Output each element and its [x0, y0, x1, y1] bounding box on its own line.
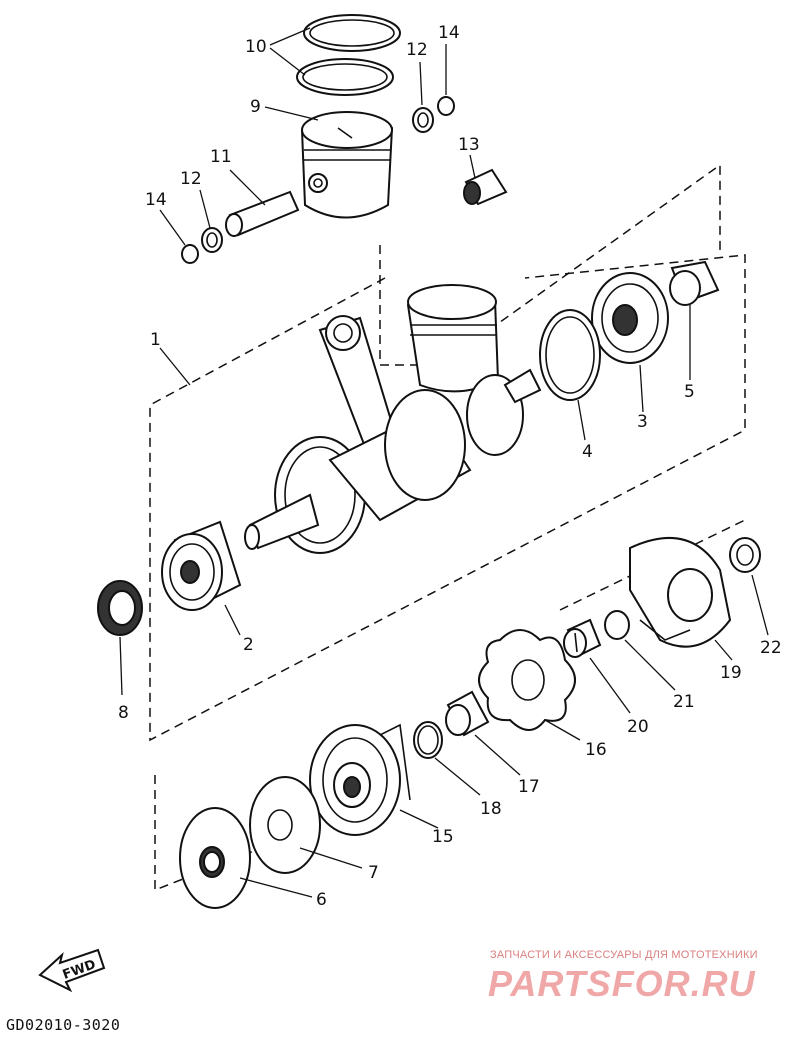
small-end-bearing	[463, 168, 508, 206]
callout-16: 16	[585, 740, 607, 760]
callout-12-right: 12	[406, 40, 428, 60]
drive-pulley-half	[309, 723, 411, 836]
spacer-7	[249, 776, 321, 874]
callout-12-left: 12	[180, 169, 202, 189]
spring-17	[445, 690, 490, 737]
callout-7: 7	[368, 863, 379, 883]
circlip	[539, 309, 601, 401]
crankshaft	[244, 284, 542, 554]
callout-18: 18	[480, 799, 502, 819]
callout-1: 1	[150, 330, 161, 350]
callout-13: 13	[458, 135, 480, 155]
main-bearing-right	[591, 272, 669, 364]
piston-pin	[225, 190, 300, 237]
piston-pin-clips	[181, 96, 455, 264]
callout-14-left: 14	[145, 190, 167, 210]
callout-5: 5	[684, 382, 695, 402]
washer-6	[179, 807, 251, 909]
o-ring-21	[604, 610, 630, 640]
callout-17: 17	[518, 777, 540, 797]
watermark-caption: ЗАПЧАСТИ И АКСЕССУАРЫ ДЛЯ МОТОТЕХНИКИ	[490, 949, 758, 961]
callout-3: 3	[637, 412, 648, 432]
callout-14-right: 14	[438, 23, 460, 43]
callout-20: 20	[627, 717, 649, 737]
callout-19: 19	[720, 663, 742, 683]
forward-arrow-icon: FWD	[38, 948, 106, 993]
callout-2: 2	[243, 635, 254, 655]
callout-15: 15	[432, 827, 454, 847]
collar	[669, 260, 720, 306]
rubber-damper	[478, 629, 576, 731]
crankshaft-assembly-box	[149, 254, 746, 742]
callout-11: 11	[210, 147, 232, 167]
piston	[300, 111, 394, 219]
watermark-logo: PARTSFOR.RU	[488, 963, 756, 1004]
plug	[563, 618, 602, 658]
callout-6: 6	[316, 890, 327, 910]
callout-4: 4	[582, 442, 593, 462]
piston-rings	[296, 14, 401, 96]
callout-22: 22	[760, 638, 782, 658]
callout-8: 8	[118, 703, 129, 723]
drive-hub	[629, 536, 732, 648]
callout-9: 9	[250, 97, 261, 117]
washer-22	[729, 537, 761, 573]
callout-10: 10	[245, 37, 267, 57]
main-bearing-left	[161, 520, 242, 611]
callout-21: 21	[673, 692, 695, 712]
diagram-code: GD02010-3020	[6, 1016, 121, 1034]
callout-numbers: 1 2 3 4 5 6 7 8 9 10 11 12 12 13 14 14 1…	[118, 23, 782, 910]
leader-lines	[119, 27, 769, 898]
